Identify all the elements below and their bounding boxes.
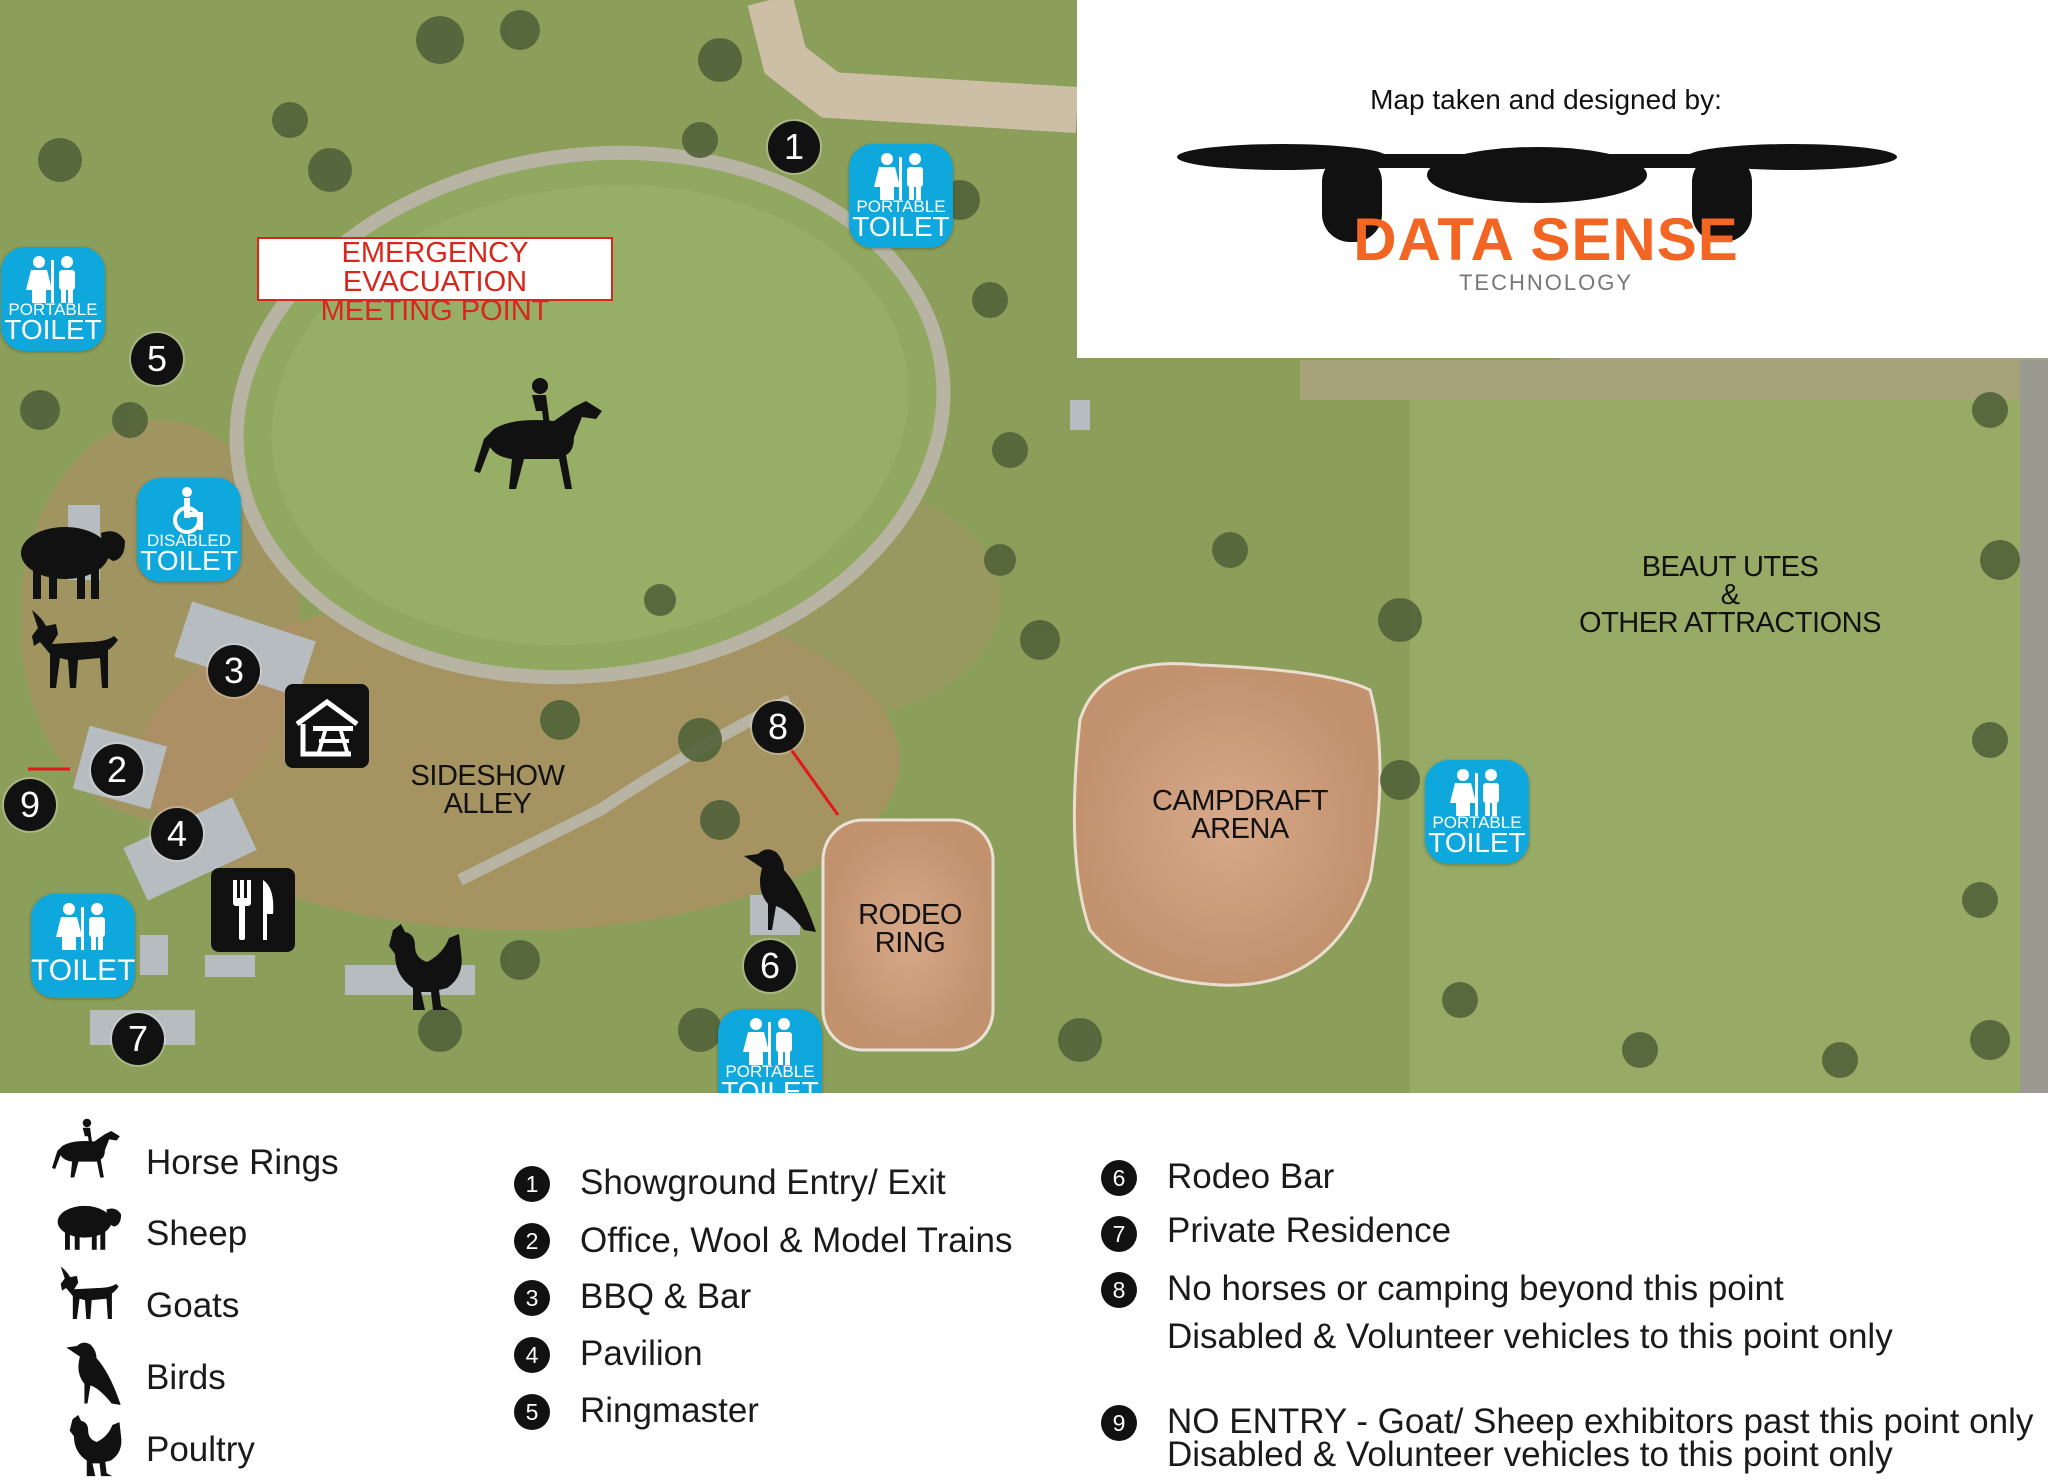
legend-num-3: 3 (514, 1280, 550, 1316)
marker-2[interactable]: 2 (91, 744, 143, 796)
legend-birds: Birds (146, 1358, 226, 1397)
legend-no-horses: No horses or camping beyond this point (1167, 1269, 1784, 1308)
badge-big-text: TOILET (140, 545, 238, 576)
badge-big-text: TOILET (4, 314, 102, 345)
horse-rider-icon (52, 1118, 120, 1178)
legend-private-residence: Private Residence (1167, 1211, 1452, 1250)
disabled-toilet-badge[interactable]: DISABLED TOILET (137, 478, 241, 582)
sheep-icon (57, 1205, 122, 1250)
brand-subtitle: TECHNOLOGY (1458, 270, 1634, 295)
beaut-utes-label: BEAUT UTES & OTHER ATTRACTIONS (1579, 551, 1881, 639)
brand-name: DATA SENSE (1353, 206, 1739, 273)
badge-big-text: TOILET (1428, 827, 1526, 858)
legend-horse-rings: Horse Rings (146, 1143, 339, 1182)
sideshow-alley-label: SIDESHOW ALLEY (410, 760, 565, 820)
legend-bbq-bar: BBQ & Bar (580, 1277, 752, 1316)
horse-rider-icon (474, 378, 602, 489)
portable-toilet-badge-bottom[interactable]: PORTABLE TOILET (718, 1009, 822, 1093)
legend-num-7: 7 (1101, 1216, 1137, 1252)
legend-num-9: 9 (1101, 1405, 1137, 1441)
sheep-icon (21, 527, 125, 599)
portable-toilet-badge-top[interactable]: PORTABLE TOILET (849, 144, 953, 248)
badge-small-text: DISABLED (146, 531, 232, 550)
marker-8[interactable]: 8 (752, 701, 804, 753)
legend-entry-exit: Showground Entry/ Exit (580, 1163, 946, 1202)
marker-7[interactable]: 7 (112, 1013, 164, 1065)
chicken-icon (389, 924, 462, 1010)
marker-3[interactable]: 3 (208, 645, 260, 697)
legend-num-1: 1 (514, 1166, 550, 1202)
portable-toilet-badge-left[interactable]: PORTABLE TOILET (1, 247, 105, 351)
legend-office: Office, Wool & Model Trains (580, 1221, 1013, 1260)
marker-9[interactable]: 9 (4, 779, 56, 831)
legend-pavilion: Pavilion (580, 1334, 703, 1373)
marker-1[interactable]: 1 (768, 121, 820, 173)
badge-big-text: TOILET (721, 1076, 819, 1094)
restroom-icon (26, 256, 75, 303)
badge-small-text: PORTABLE (8, 300, 98, 319)
badge-big-text: TOILET (31, 954, 136, 987)
marker-6[interactable]: 6 (744, 940, 796, 992)
legend-num-5: 5 (514, 1394, 550, 1430)
restroom-icon (874, 153, 923, 200)
restroom-icon (56, 903, 105, 950)
goat-icon (32, 610, 118, 688)
evacuation-label: EMERGENCY EVACUATION MEETING POINT (320, 237, 550, 327)
evacuation-meeting-point: EMERGENCY EVACUATION MEETING POINT (257, 237, 613, 326)
wheelchair-icon (173, 487, 203, 534)
picnic-table-icon (285, 684, 369, 768)
aerial-map: Map taken and designed by: DATA SENSE TE… (0, 0, 2048, 1093)
restroom-icon (1450, 769, 1499, 816)
badge-small-text: PORTABLE (856, 197, 946, 216)
legend-no-horses-sub: Disabled & Volunteer vehicles to this po… (1167, 1317, 1893, 1356)
legend-num-2: 2 (514, 1223, 550, 1259)
legend-no-entry-sub: Disabled & Volunteer vehicles to this po… (1167, 1435, 1893, 1474)
badge-small-text: PORTABLE (725, 1062, 815, 1081)
cutlery-icon (211, 868, 295, 952)
credit-panel: Map taken and designed by: DATA SENSE TE… (1077, 0, 2048, 358)
credit-caption: Map taken and designed by: (1370, 84, 1722, 115)
chicken-icon (69, 1415, 122, 1477)
campdraft-arena-label: CAMPDRAFT ARENA (1152, 785, 1328, 845)
toilet-badge[interactable]: TOILET (31, 894, 135, 998)
badge-big-text: TOILET (852, 211, 950, 242)
legend-no-entry: NO ENTRY - Goat/ Sheep exhibitors past t… (1167, 1402, 2034, 1441)
legend-num-4: 4 (514, 1337, 550, 1373)
legend-rodeo-bar: Rodeo Bar (1167, 1157, 1335, 1196)
legend-poultry: Poultry (146, 1430, 255, 1469)
legend-goats: Goats (146, 1286, 240, 1325)
portable-toilet-badge-right[interactable]: PORTABLE TOILET (1425, 760, 1529, 864)
marker-4[interactable]: 4 (151, 808, 203, 860)
rodeo-ring-label: RODEO RING (858, 899, 962, 959)
legend-sheep: Sheep (146, 1214, 248, 1253)
goat-icon (60, 1266, 119, 1319)
restroom-icon (743, 1018, 792, 1065)
legend: Horse Rings Sheep Goats Birds Poultry 1 … (0, 1093, 2048, 1481)
bird-icon (744, 849, 816, 932)
legend-ringmaster: Ringmaster (580, 1391, 759, 1430)
bird-icon (66, 1342, 121, 1405)
marker-5[interactable]: 5 (131, 333, 183, 385)
badge-small-text: PORTABLE (1432, 813, 1522, 832)
legend-num-6: 6 (1101, 1160, 1137, 1196)
drone-logo-icon (1177, 144, 1897, 242)
legend-num-8: 8 (1101, 1272, 1137, 1308)
